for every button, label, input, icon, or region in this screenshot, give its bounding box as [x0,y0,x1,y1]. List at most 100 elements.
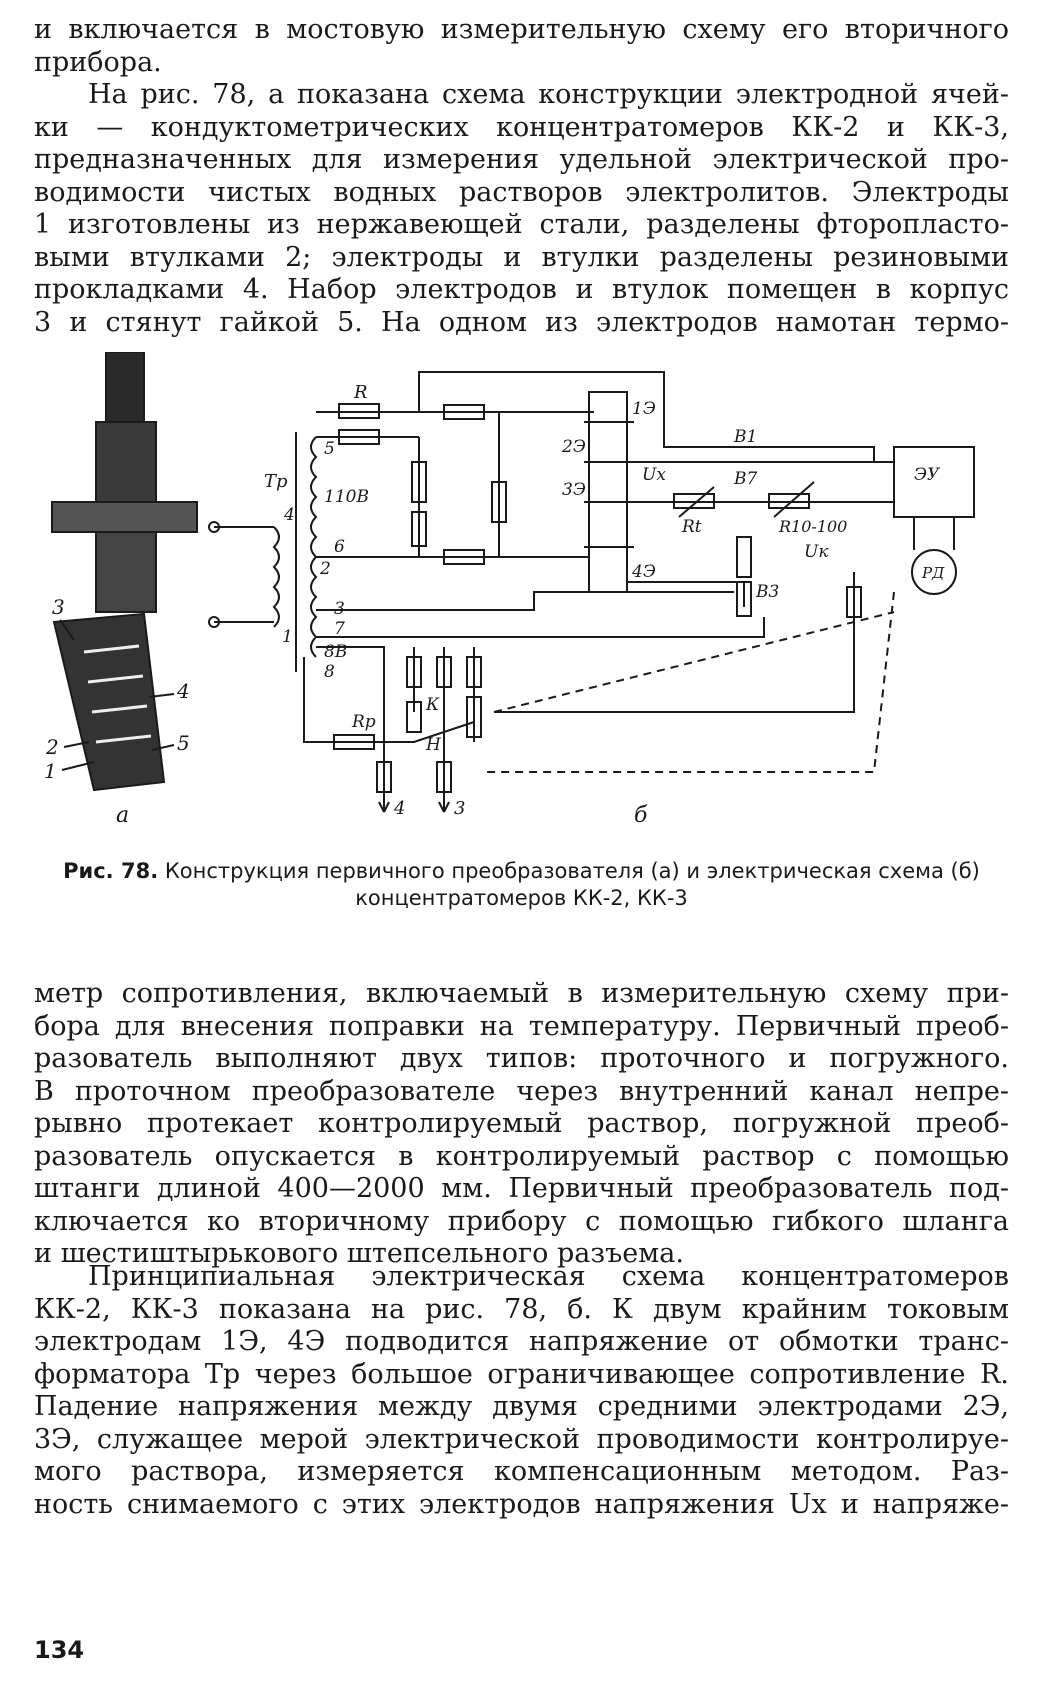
resistor-5 [338,429,380,445]
callout-3: 3 [52,595,65,619]
callout-line [59,619,75,641]
figure-drawing: 3 4 2 1 5 а [44,352,975,828]
text-line: Принципиальная электрическая схема конце… [88,1261,1009,1292]
resistor-B3 [736,581,752,617]
callout-line [63,741,90,748]
text-line: 3Э, служащее мерой электрической проводи… [34,1423,1009,1455]
label-B3: В3 [755,582,779,602]
label-Uk: Uк [804,542,829,562]
part-b-label: б [634,803,648,828]
resistor-1 [443,404,485,420]
text-line: В проточном преобразователе через внутре… [34,1075,1009,1107]
text-line: прокладками 4. Набор электродов и втулок… [34,274,1009,305]
text-line: предназначенных для измерения удельной э… [34,144,1009,175]
text-line: КК-2, КК-3 показана на рис. 78, б. К дву… [34,1293,1009,1325]
page-number: 134 [34,1636,85,1664]
resistor-mid-2 [411,511,427,547]
callout-line [61,761,95,771]
feedback-wire [494,572,855,713]
resistor-mid-1 [411,461,427,503]
loop-top [316,371,875,462]
lead-label-4: 4 [393,798,405,819]
node-5: 5 [324,439,335,459]
paragraph-continued: метр сопротивления, включаемый в измерит… [34,978,1009,1271]
text-line: водимости чистых водных растворов электр… [34,176,1009,208]
lead-label-3: 3 [454,798,465,819]
label-110v: 110В [324,487,369,507]
label-B7: В7 [733,469,757,489]
label-EU: ЭУ [914,465,941,485]
text-line: рывно протекает контролируемый раствор, … [34,1108,1009,1139]
sensor-housing [52,612,166,792]
body [95,531,157,613]
callout-4: 4 [176,679,190,703]
text-line: разователь опускается в контролируемый р… [34,1140,1009,1172]
text-line: ность снимаемого с этих электродов напря… [34,1488,1009,1520]
callout-line [148,693,175,698]
text-line: форматора Тр через большое ограничивающе… [34,1358,1009,1390]
label-Rt: Rt [681,517,702,537]
label-Rp: Rр [351,712,376,732]
text-line: ключается ко вторичному прибору с помощь… [34,1205,1009,1237]
nut-block [95,421,157,503]
label-8v: 8В [324,642,347,662]
resistor-slide [466,696,482,738]
label-H: Н [425,735,442,755]
resistor-B3-upper [736,536,752,578]
resistor-R [338,403,380,419]
paragraph-circuit: Принципиальная электрическая схема конце… [34,1261,1009,1521]
text-line: прибора. [34,46,162,78]
wire-4e [627,581,745,607]
node-7: 7 [334,619,345,639]
node-2: 2 [319,559,331,579]
label-Ux: Ux [642,465,666,485]
node-1: 1 [282,627,293,647]
label-1e: 1Э [632,399,656,419]
text-line: Падение напряжения между двумя средними … [34,1391,1009,1422]
node-8: 8 [324,662,335,682]
resistor-2 [443,549,485,565]
figure-caption: Рис. 78. Конструкция первичного преобраз… [34,858,1009,912]
resistor-R10 [768,493,810,509]
resistor-Rp [406,701,422,733]
mechanical-link-2 [484,591,895,773]
figure-78: 3 4 2 1 5 а [34,352,1019,842]
label-B1: В1 [733,427,757,447]
rod-top [105,352,145,423]
callout-line [151,744,175,751]
transformer-primary [272,526,280,628]
paragraph-top: и включается в мостовую измерительную сх… [34,14,1009,339]
label-transformer: Тр [264,471,288,492]
node-3: 3 [334,599,345,619]
text-line: ки — кондуктометрических концентратомеро… [34,111,1009,143]
transformer-secondary [310,436,318,658]
electric-circuit [208,371,975,813]
label-4e: 4Э [631,562,656,582]
mechanical-link [493,611,895,713]
text-line: мого раствора, измеряется компенсационны… [34,1456,1009,1487]
text-line: разователь выполняют двух типов: проточн… [34,1043,1009,1074]
node-4: 4 [283,505,295,525]
text-line: и включается в мостовую измерительную сх… [34,14,1009,45]
label-2e: 2Э [561,437,586,457]
text-line: метр сопротивления, включаемый в измерит… [34,978,1009,1009]
flange [51,501,198,533]
text-line: бора для внесения поправки на температур… [34,1010,1009,1042]
text-line: выми втулками 2; электроды и втулки разд… [34,241,1009,273]
text-line: На рис. 78, а показана схема конструкции… [88,79,1009,110]
label-R10: R10-100 [778,517,847,536]
node-6: 6 [334,537,345,557]
caption-label: Рис. 78. [63,859,159,883]
text-line: электродам 1Э, 4Э подводится напряжение … [34,1326,1009,1357]
text-line: 3 и стянут гайкой 5. На одном из электро… [34,306,1009,338]
label-3e: 3Э [562,480,586,500]
primary-converter-drawing [51,352,198,792]
text-line: и шестиштырькового штепсельного разъема. [34,1238,684,1269]
resistor-bridge [491,481,507,523]
part-a-label: а [116,803,129,828]
label-K: К [425,695,440,715]
wire-7 [316,617,765,638]
resistor-right [846,586,862,618]
callout-5: 5 [177,731,190,755]
